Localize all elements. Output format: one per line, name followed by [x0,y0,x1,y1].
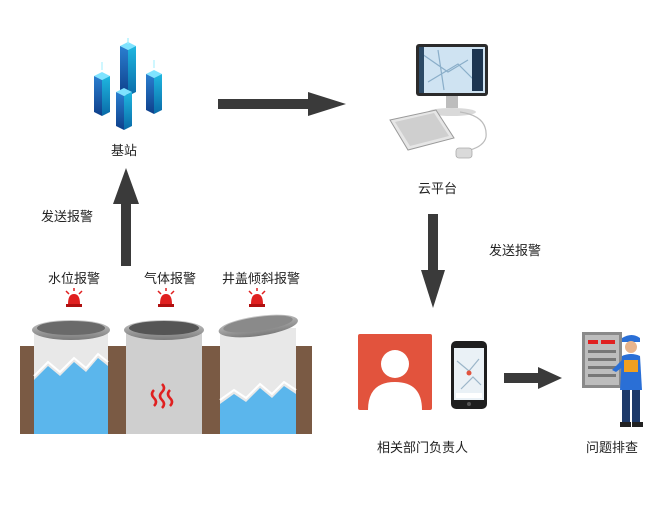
base-station-label: 基站 [111,144,138,159]
computer-icon [389,44,488,159]
alarm-beacon-icon [157,288,175,307]
contact-card-icon [358,334,432,410]
cloud-platform-label: 云平台 [418,182,458,197]
arrow-up-to-base-station [113,168,139,266]
responsible-person-label: 相关部门负责人 [377,441,469,456]
arrow-right-to-troubleshooting [504,367,562,389]
base-station-icon [94,38,162,130]
arrow-down-to-person [421,214,445,308]
manholes-scene [20,314,312,434]
electrician-icon [582,332,643,427]
alarm-label-gas: 气体报警 [144,272,197,287]
arrow-right-to-cloud [218,92,346,116]
alarm-label-water-level: 水位报警 [48,272,101,287]
send-alarm-label-left: 发送报警 [41,210,94,225]
alarm-label-cover-tilt: 井盖倾斜报警 [222,272,301,287]
send-alarm-label-right: 发送报警 [489,244,542,259]
smartphone-icon [451,341,487,409]
alarm-beacon-icon [65,288,83,307]
alarm-beacon-icon [248,288,266,307]
troubleshooting-label: 问题排查 [586,441,639,456]
